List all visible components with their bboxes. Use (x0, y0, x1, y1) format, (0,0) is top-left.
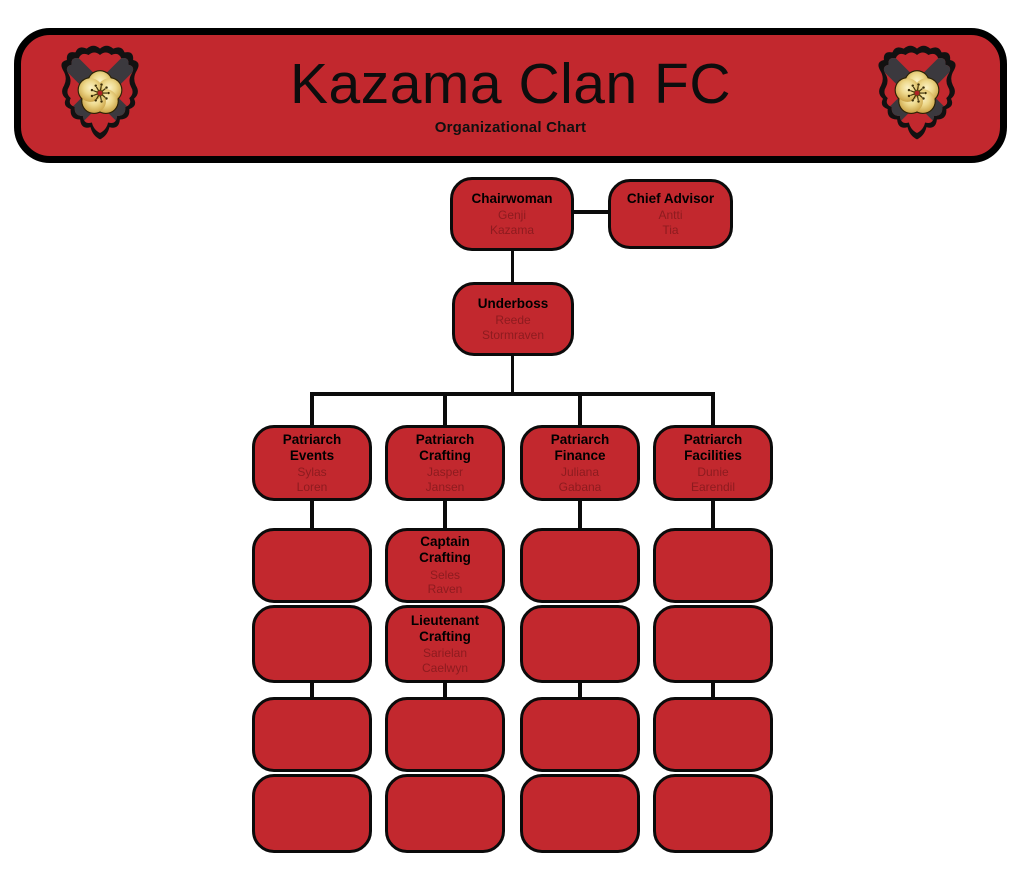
connector-line (510, 250, 514, 282)
vacant-position-box (520, 774, 640, 853)
connector-line (310, 500, 314, 528)
member-name: Juliana Gabana (558, 465, 602, 494)
connector-line (711, 682, 715, 697)
member-name: Dunie Earendil (690, 465, 736, 494)
role-title: Patriarch Events (282, 431, 342, 463)
member-name: Reede Stormraven (481, 313, 545, 342)
role-title: Lieutenant Crafting (410, 612, 480, 644)
vacant-position-box (385, 697, 505, 772)
vacant-position-box (520, 697, 640, 772)
connector-line (578, 500, 582, 528)
member-name: Genji Kazama (489, 208, 535, 237)
member-name: Sarielan Caelwyn (421, 646, 469, 675)
connector-line (443, 500, 447, 528)
role-title: Chairwoman (471, 190, 553, 206)
member-name: Antti Tia (658, 208, 683, 237)
connector-line (578, 392, 582, 425)
page-subtitle: Organizational Chart (434, 119, 587, 137)
member-name: Jasper Jansen (425, 465, 465, 494)
member-name: Seles Raven (427, 567, 463, 597)
org-node-patriarch-finance: Patriarch Finance Juliana Gabana (520, 425, 640, 501)
connector-line (711, 392, 715, 425)
vacant-position-box (252, 697, 372, 772)
role-title: Patriarch Crafting (415, 431, 475, 463)
connector-line (443, 682, 447, 697)
role-title: Captain Crafting (419, 534, 471, 566)
vacant-position-box (252, 528, 372, 603)
vacant-position-box (653, 774, 773, 853)
org-node-patriarch-crafting: Patriarch Crafting Jasper Jansen (385, 425, 505, 501)
vacant-position-box (252, 774, 372, 853)
role-title: Underboss (477, 295, 549, 311)
connector-line (510, 355, 514, 393)
connector-line (310, 682, 314, 697)
vacant-position-box (520, 605, 640, 683)
vacant-position-box (520, 528, 640, 603)
connector-line (711, 500, 715, 528)
page-title: Kazama Clan FC (290, 51, 731, 116)
vacant-position-box (653, 605, 773, 683)
vacant-position-box (653, 697, 773, 772)
org-node-patriarch-facilities: Patriarch Facilities Dunie Earendil (653, 425, 773, 501)
connector-line (443, 392, 447, 425)
clan-crest-icon-left (51, 42, 149, 146)
banner: Kazama Clan FC Organizational Chart (14, 28, 1007, 163)
clan-crest-icon-right (868, 42, 966, 146)
connector-line (574, 210, 608, 214)
role-title: Chief Advisor (626, 190, 715, 206)
vacant-position-box (252, 605, 372, 683)
role-title: Patriarch Facilities (683, 431, 743, 463)
org-node-lieutenant-crafting: Lieutenant Crafting Sarielan Caelwyn (385, 605, 505, 683)
connector-line (310, 392, 715, 396)
org-node-underboss: Underboss Reede Stormraven (452, 282, 574, 356)
connector-line (578, 682, 582, 697)
vacant-position-box (385, 774, 505, 853)
connector-line (310, 392, 314, 425)
org-node-chairwoman: Chairwoman Genji Kazama (450, 177, 574, 251)
org-node-chief-advisor: Chief Advisor Antti Tia (608, 179, 733, 249)
org-node-patriarch-events: Patriarch Events Sylas Loren (252, 425, 372, 501)
role-title: Patriarch Finance (550, 431, 610, 463)
member-name: Sylas Loren (296, 465, 328, 494)
vacant-position-box (653, 528, 773, 603)
org-node-captain-crafting: Captain Crafting Seles Raven (385, 528, 505, 603)
